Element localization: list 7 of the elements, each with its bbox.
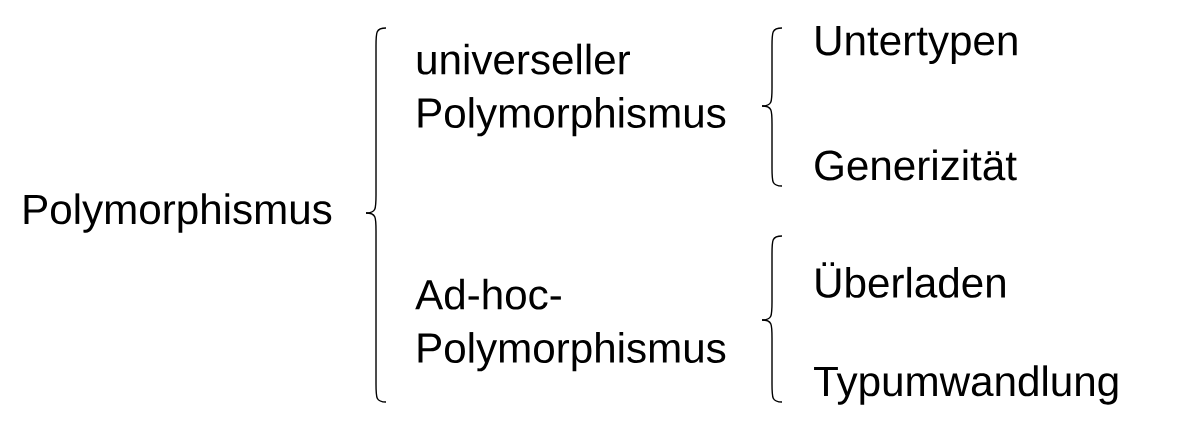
text-label: Untertypen bbox=[816, 26, 1017, 64]
text-label: Überladen bbox=[816, 262, 1005, 298]
text-label: Ad-hoc-Polymorphismus bbox=[415, 278, 726, 372]
text-label: universeller Polymorphismus bbox=[417, 43, 726, 137]
text-label: Generizität bbox=[815, 149, 1017, 181]
text-label: Typumwandlung bbox=[814, 365, 1118, 405]
text-label: Polymorphismus bbox=[24, 193, 332, 233]
